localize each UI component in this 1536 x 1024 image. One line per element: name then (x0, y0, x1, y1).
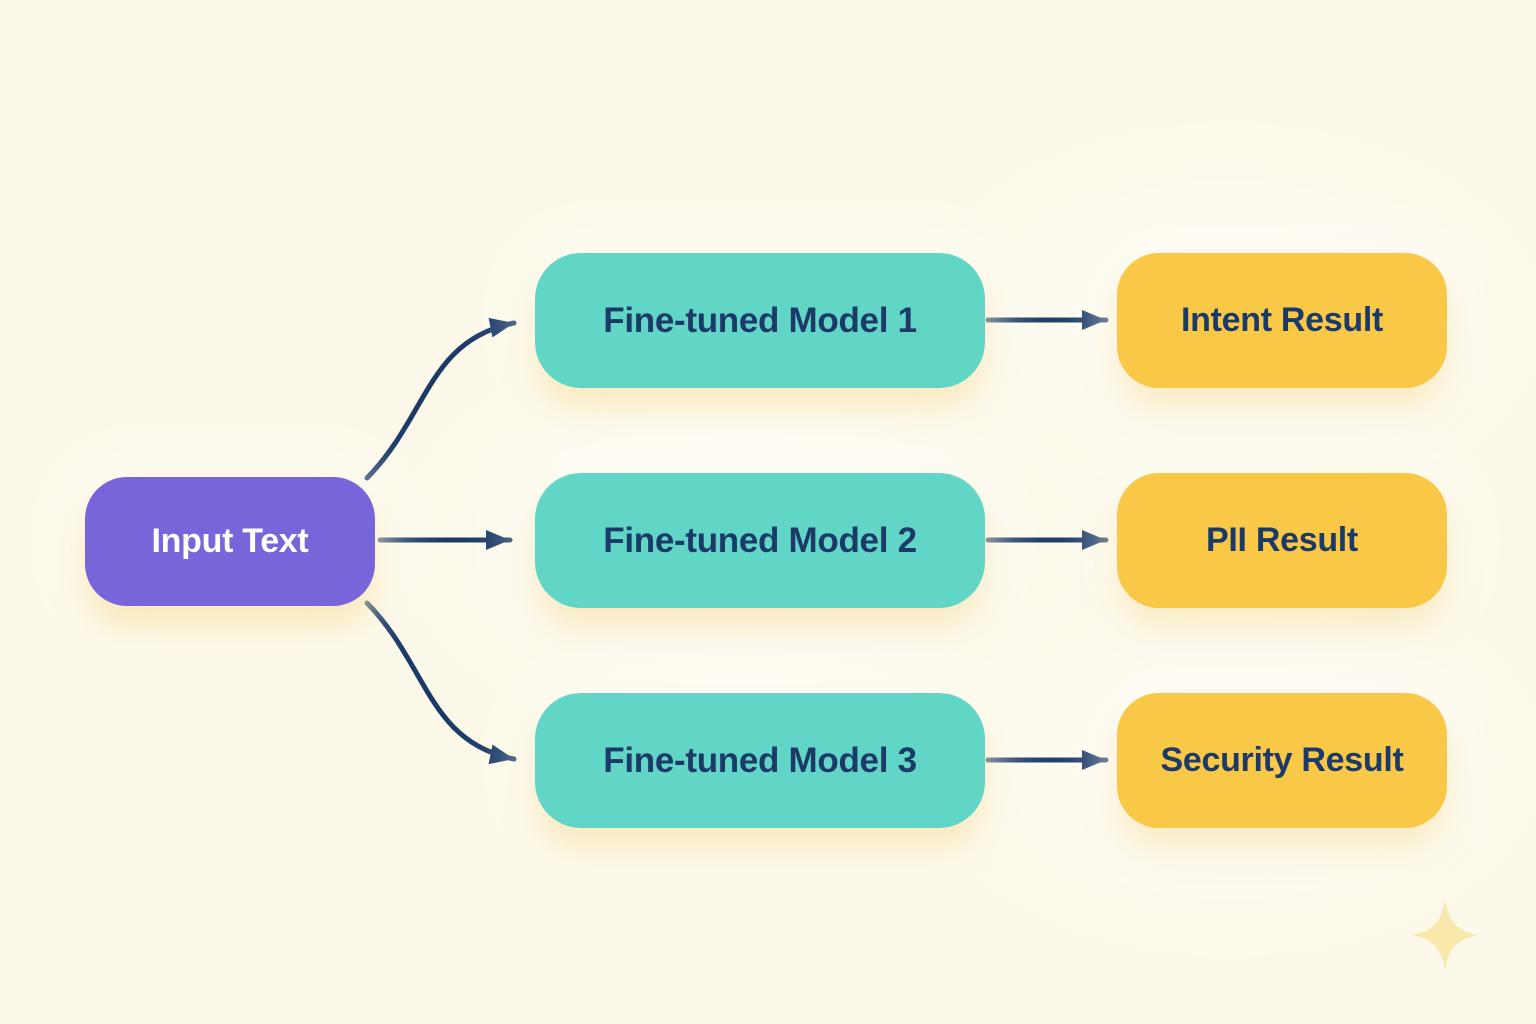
security-result-node: Security Result (1117, 693, 1447, 828)
input-text-label: Input Text (151, 522, 309, 560)
fine-tuned-model-1-node: Fine-tuned Model 1 (535, 253, 985, 388)
pii-result-label: PII Result (1206, 521, 1358, 559)
arrow-input-to-model-3 (364, 600, 517, 765)
input-text-node: Input Text (85, 477, 375, 606)
fine-tuned-model-3-label: Fine-tuned Model 3 (603, 740, 917, 780)
arrow-input-to-model-1 (364, 317, 517, 481)
intent-result-label: Intent Result (1181, 301, 1383, 339)
fine-tuned-model-2-label: Fine-tuned Model 2 (603, 520, 917, 560)
fine-tuned-model-2-node: Fine-tuned Model 2 (535, 473, 985, 608)
intent-result-node: Intent Result (1117, 253, 1447, 388)
sparkle-icon (1411, 899, 1479, 971)
security-result-label: Security Result (1160, 741, 1404, 779)
pii-result-node: PII Result (1117, 473, 1447, 608)
fine-tuned-model-3-node: Fine-tuned Model 3 (535, 693, 985, 828)
fine-tuned-model-1-label: Fine-tuned Model 1 (603, 300, 917, 340)
